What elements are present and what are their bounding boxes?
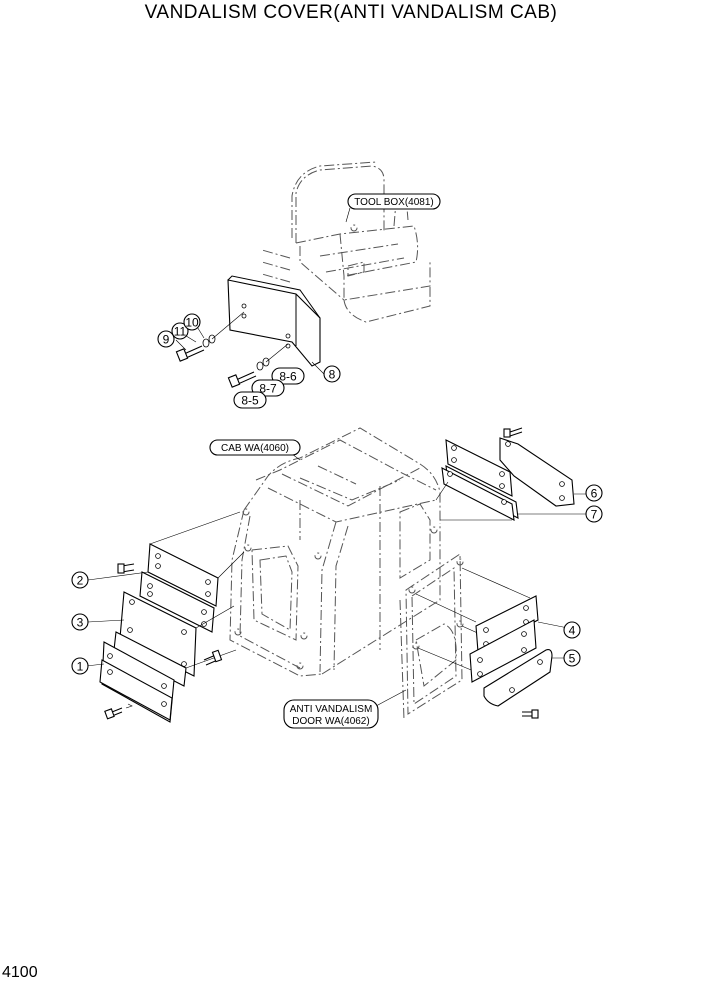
svg-text:7: 7 bbox=[591, 508, 598, 522]
callout-3: 3 bbox=[71, 613, 89, 631]
callout-8-5: 8-5 bbox=[233, 391, 267, 409]
tool-box-phantom bbox=[261, 161, 431, 323]
callout-balloons: 1 2 3 4 5 6 7 8 9 11 10 8-6 8-7 8-5 bbox=[71, 313, 603, 675]
svg-text:CAB WA(4060): CAB WA(4060) bbox=[221, 443, 289, 454]
svg-text:11: 11 bbox=[174, 325, 187, 339]
svg-text:10: 10 bbox=[185, 316, 199, 330]
cover-bolts bbox=[175, 311, 289, 388]
right-door-plates bbox=[469, 595, 553, 719]
svg-text:4: 4 bbox=[569, 624, 576, 638]
svg-text:6: 6 bbox=[591, 487, 598, 501]
cab-phantom bbox=[229, 427, 441, 677]
svg-text:TOOL BOX(4081): TOOL BOX(4081) bbox=[354, 197, 433, 208]
svg-text:DOOR WA(4062): DOOR WA(4062) bbox=[292, 716, 369, 727]
callout-6: 6 bbox=[585, 484, 603, 502]
svg-text:8-7: 8-7 bbox=[259, 382, 277, 396]
callout-8: 8 bbox=[323, 365, 341, 383]
callout-8-6: 8-6 bbox=[271, 367, 305, 385]
tool-box-reference: TOOL BOX(4081) bbox=[347, 193, 441, 210]
svg-text:8: 8 bbox=[329, 368, 336, 382]
callout-11: 11 bbox=[171, 322, 189, 340]
callout-10: 10 bbox=[183, 313, 201, 331]
door-reference: ANTI VANDALISM DOOR WA(4062) bbox=[283, 699, 379, 729]
callout-1: 1 bbox=[71, 657, 89, 675]
svg-text:8-5: 8-5 bbox=[241, 394, 259, 408]
left-side-plates bbox=[99, 511, 245, 723]
diagram-title: VANDALISM COVER(ANTI VANDALISM CAB) bbox=[144, 2, 558, 23]
callout-4: 4 bbox=[563, 621, 581, 639]
cab-reference: CAB WA(4060) bbox=[209, 439, 301, 456]
page-number: 4100 bbox=[2, 964, 38, 981]
reference-tags: TOOL BOX(4081) CAB WA(4060) ANTI VANDALI… bbox=[209, 193, 441, 729]
rear-plates bbox=[435, 427, 575, 521]
callout-5: 5 bbox=[563, 649, 581, 667]
svg-text:1: 1 bbox=[77, 660, 84, 674]
svg-text:9: 9 bbox=[163, 333, 170, 347]
callout-7: 7 bbox=[585, 505, 603, 523]
svg-text:8-6: 8-6 bbox=[279, 370, 297, 384]
svg-text:3: 3 bbox=[77, 616, 84, 630]
callout-9: 9 bbox=[157, 330, 175, 348]
tool-box-cover-plate bbox=[227, 275, 321, 367]
svg-text:5: 5 bbox=[569, 652, 576, 666]
svg-text:ANTI VANDALISM: ANTI VANDALISM bbox=[290, 704, 373, 715]
svg-text:2: 2 bbox=[77, 574, 84, 588]
callout-2: 2 bbox=[71, 571, 89, 589]
door-phantom bbox=[399, 553, 531, 721]
